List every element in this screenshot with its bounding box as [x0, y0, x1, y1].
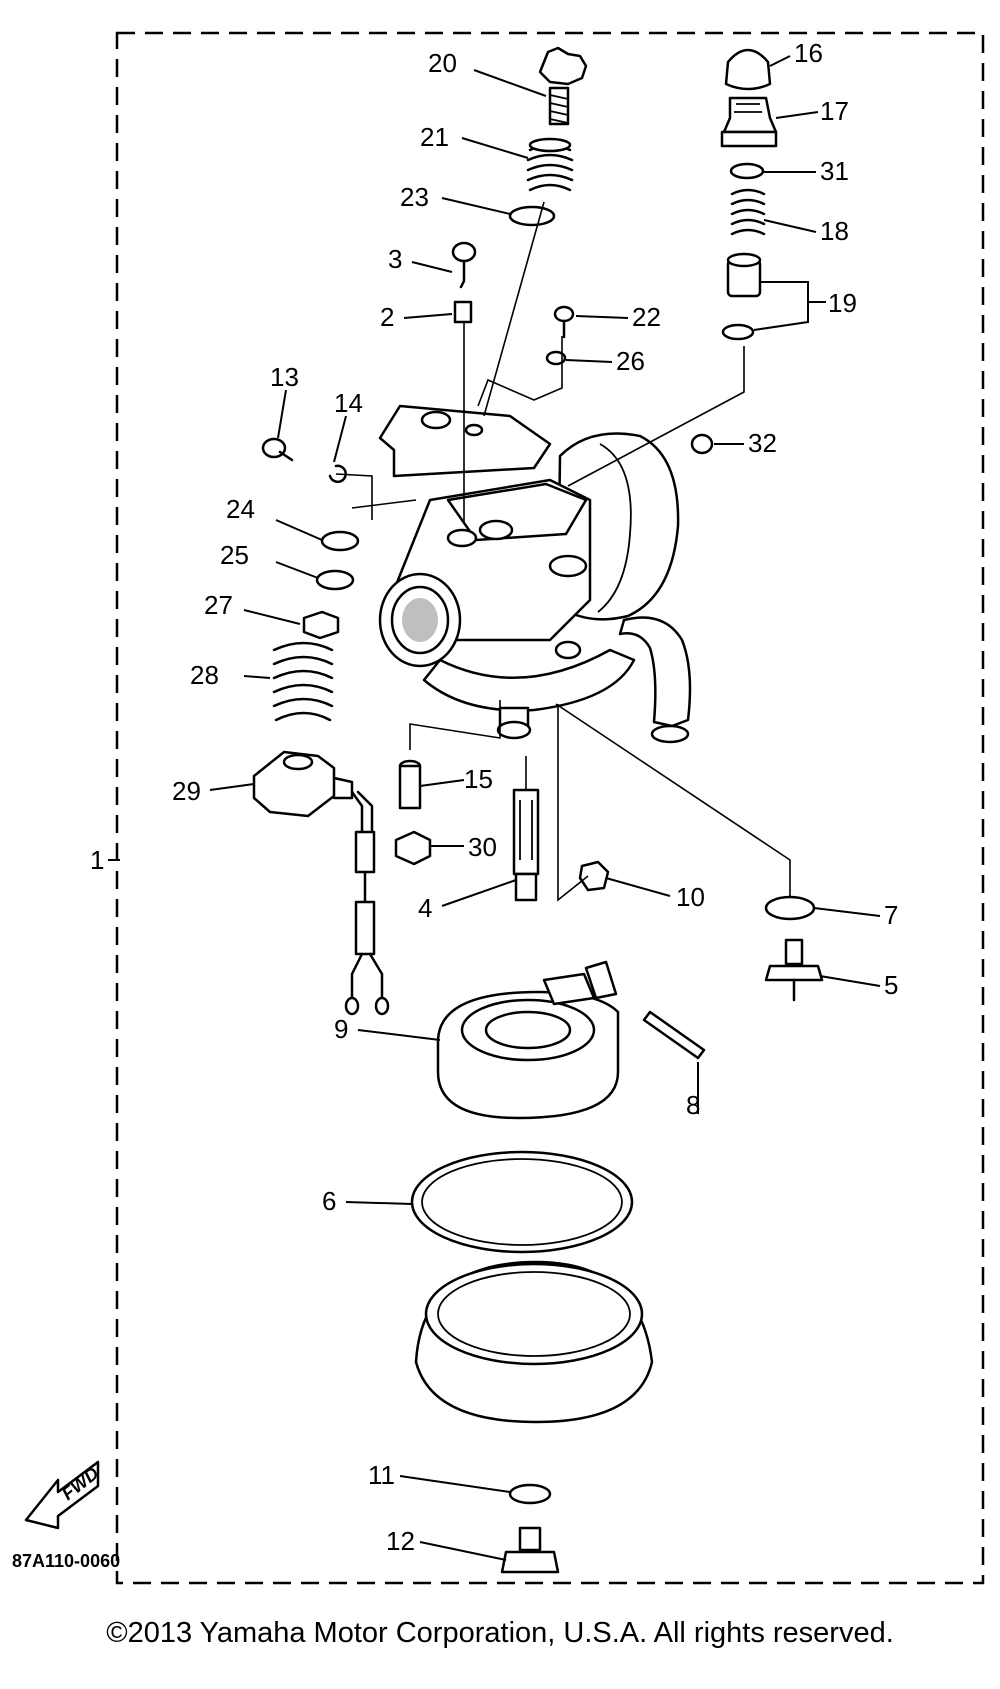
callout-14: 14 [334, 388, 363, 418]
callout-1: 1 [90, 845, 104, 875]
callout-29: 29 [172, 776, 201, 806]
part-20-throttle-screw [538, 46, 588, 126]
callout-11: 11 [368, 1460, 395, 1490]
part-23-washer [508, 205, 556, 227]
callout-27: 27 [204, 590, 233, 620]
callout-25: 25 [220, 540, 249, 570]
part-14-clip [328, 464, 347, 483]
part-5-drain-screw [764, 938, 824, 1002]
part-22-screw [553, 305, 575, 339]
callout-17: 17 [820, 96, 849, 126]
part-2-spring [453, 300, 473, 324]
part-6-gasket [410, 1150, 634, 1254]
part-3-screw [451, 241, 477, 289]
part-32-plug [690, 433, 714, 455]
part-27-nut [302, 610, 340, 640]
part-17-plunger-nut [720, 96, 778, 148]
callout-19: 19 [828, 288, 857, 318]
part-13-screw [261, 437, 294, 462]
callout-12: 12 [386, 1526, 415, 1556]
part-26-washer [545, 350, 567, 366]
callout-21: 21 [420, 122, 449, 152]
part-11-washer [508, 1483, 552, 1505]
part-16-cap [724, 48, 772, 91]
callout-26: 26 [616, 346, 645, 376]
callout-30: 30 [468, 832, 497, 862]
part-8-float-pin [642, 1010, 706, 1060]
callout-13: 13 [270, 362, 299, 392]
callout-8: 8 [686, 1090, 700, 1120]
part-25-washer [315, 569, 355, 591]
callout-2: 2 [380, 302, 394, 332]
callout-4: 4 [418, 893, 432, 923]
part-31-o-ring [729, 162, 765, 180]
callout-32: 32 [748, 428, 777, 458]
callout-16: 16 [794, 38, 823, 68]
callout-23: 23 [400, 182, 429, 212]
copyright-notice: ©2013 Yamaha Motor Corporation, U.S.A. A… [106, 1617, 894, 1649]
part-18-spring [730, 188, 766, 236]
callout-5: 5 [884, 970, 898, 1000]
callout-24: 24 [226, 494, 255, 524]
part-30-plug [394, 830, 432, 866]
fwd-arrow: FWD [24, 1460, 102, 1530]
part-29-starter-unit [252, 750, 390, 1016]
part-4-needle-jet [512, 788, 540, 902]
diagram-code: 87A110-0060 [12, 1551, 121, 1571]
callout-9: 9 [334, 1014, 348, 1044]
callout-7: 7 [884, 900, 898, 930]
callout-10: 10 [676, 882, 705, 912]
leader-lines [108, 55, 881, 1561]
callout-28: 28 [190, 660, 219, 690]
callout-20: 20 [428, 48, 457, 78]
part-7-washer [764, 895, 816, 921]
part-9-float [436, 960, 620, 1120]
callout-3: 3 [388, 244, 402, 274]
assembly-guides [335, 201, 791, 902]
callout-18: 18 [820, 216, 849, 246]
part-15-jet [398, 759, 422, 810]
callout-31: 31 [820, 156, 849, 186]
callout-22: 22 [632, 302, 661, 332]
part-10-jet [578, 860, 610, 892]
part-19-plunger [721, 252, 762, 341]
carburetor-body [378, 404, 692, 744]
assembly-border [115, 31, 985, 1585]
float-bowl [414, 1260, 654, 1424]
part-12-drain-bolt [500, 1526, 560, 1574]
callout-15: 15 [464, 764, 493, 794]
callout-labels: 1 2 3 4 5 6 7 8 9 10 11 12 13 14 15 16 1… [90, 38, 898, 1556]
part-24-washer [320, 530, 360, 552]
part-21-spring [526, 137, 574, 192]
part-28-spring [272, 641, 334, 722]
callout-6: 6 [322, 1186, 336, 1216]
